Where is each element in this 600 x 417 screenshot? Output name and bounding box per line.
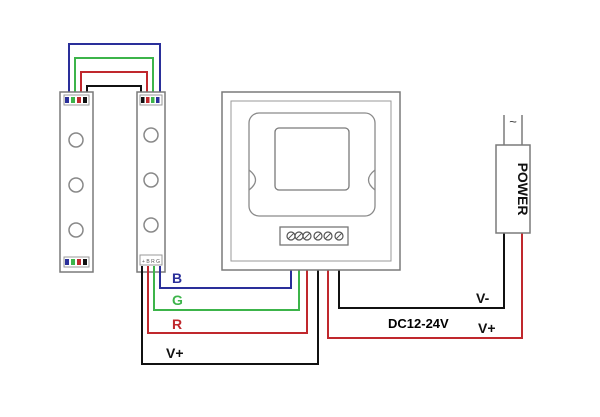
controller-panel-icon — [221, 91, 401, 271]
power-supply-icon: ~ POWER — [495, 114, 531, 234]
strip-left-top-pad-dots — [65, 97, 87, 103]
strip-left-top-pads — [63, 94, 90, 106]
terminal-screw-icon — [286, 231, 344, 241]
wire-green — [153, 242, 300, 311]
strip-loop-green-wire — [74, 57, 154, 92]
led-chip — [68, 132, 84, 148]
panel-display — [274, 127, 350, 191]
ac-input-symbol: ~ — [509, 114, 517, 129]
wire-black-vplus — [141, 242, 319, 365]
label-vplus-strip: V+ — [166, 345, 184, 361]
strip-loop-black-wire — [86, 85, 142, 92]
label-b: B — [172, 270, 182, 286]
wire-harness — [141, 232, 523, 365]
strip-pin-text: + B R G — [142, 259, 160, 265]
panel-side-notch-right — [367, 169, 376, 191]
led-chip — [143, 172, 159, 188]
label-r: R — [172, 316, 182, 332]
label-g: G — [172, 292, 183, 308]
led-chip — [143, 217, 159, 233]
wire-supply-neg — [338, 232, 505, 309]
strip-right-bottom-pads — [139, 254, 163, 266]
strip-left-bottom-pads — [63, 256, 90, 268]
led-chip — [68, 177, 84, 193]
label-supply-voltage: DC12-24V — [388, 316, 449, 331]
panel-side-notch-left — [248, 169, 257, 191]
label-vplus-supply: V+ — [478, 320, 496, 336]
led-strip-icon: + B R G — [59, 43, 166, 273]
label-vminus: V- — [476, 290, 490, 306]
strip-left-bottom-pad-dots — [65, 259, 87, 265]
power-supply-box — [495, 144, 531, 234]
strip-right-top-pad-dots — [141, 97, 160, 103]
led-chip — [68, 222, 84, 238]
strip-loop-red-wire — [80, 71, 148, 92]
strip-loop-blue-wire — [68, 43, 161, 92]
power-supply-label: POWER — [515, 163, 531, 216]
led-chip — [143, 127, 159, 143]
wire-supply-pos — [327, 232, 523, 339]
wire-red — [147, 242, 308, 334]
